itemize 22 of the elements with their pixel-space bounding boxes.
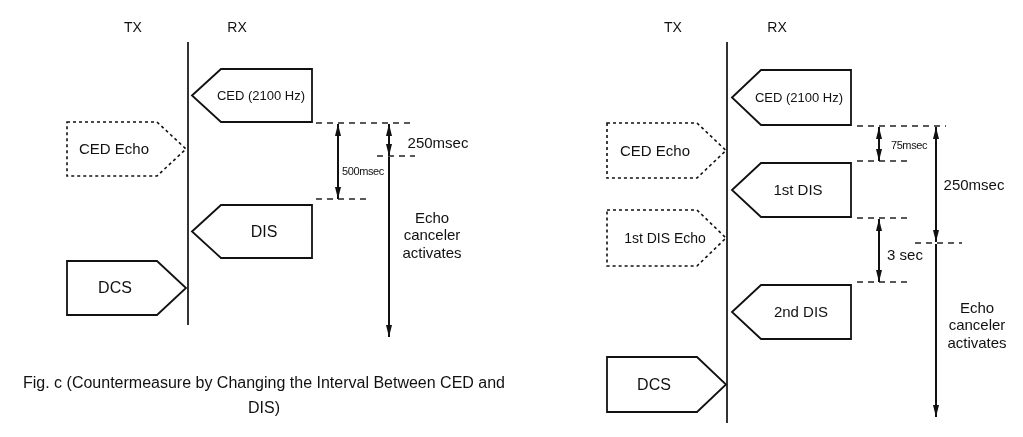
column-header: RX: [227, 18, 247, 36]
duration-label: 500msec: [342, 164, 384, 178]
figure-caption: Fig. c (Countermeasure by Changing the Interval Between CED and DIS): [22, 373, 506, 418]
duration-label: 250msec: [407, 134, 469, 152]
column-header: TX: [124, 18, 142, 36]
signal-label: 2nd DIS: [773, 303, 829, 321]
signal-label: 1st DIS: [773, 181, 823, 199]
duration-label: 3 sec: [887, 246, 923, 264]
signal-label: CED Echo: [79, 140, 149, 158]
signal-label: CED (2100 Hz): [216, 88, 306, 103]
column-header: TX: [664, 18, 682, 36]
duration-label: 75msec: [890, 138, 928, 152]
note-text: Echo canceler activates: [402, 209, 462, 261]
note-text: Echo canceler activates: [947, 299, 1007, 351]
signal-label: DCS: [637, 375, 671, 394]
signal-label: DCS: [98, 278, 132, 298]
signal-label: 1st DIS Echo: [624, 229, 706, 247]
signal-label: DIS: [250, 222, 278, 241]
column-header: RX: [767, 18, 787, 36]
signal-label: CED Echo: [620, 141, 690, 160]
signal-label: CED (2100 Hz): [754, 90, 844, 105]
duration-label: 250msec: [943, 176, 1005, 194]
